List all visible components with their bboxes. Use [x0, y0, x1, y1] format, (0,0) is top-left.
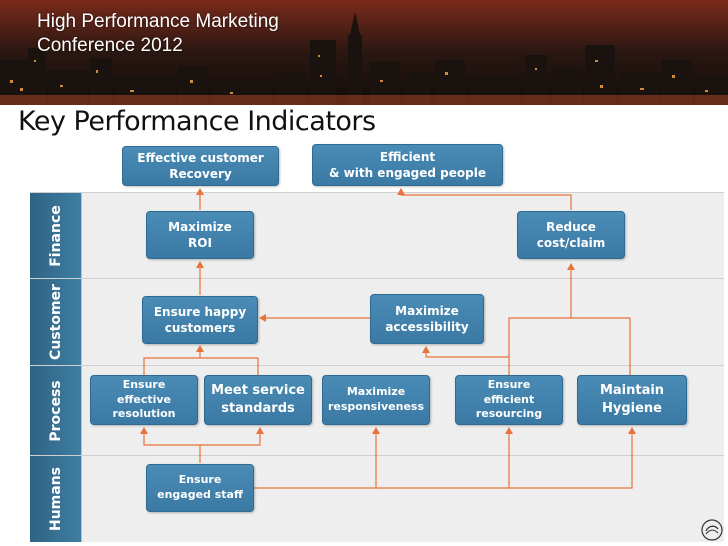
conference-title-line2: Conference 2012	[37, 35, 183, 56]
arrow-resourcing-to-access	[422, 346, 510, 375]
box-maximize-accessibility[interactable]: Maximize accessibility	[370, 294, 484, 344]
lane-tab: Finance	[30, 193, 82, 278]
lane-tab: Customer	[30, 279, 82, 365]
arrow-cost-to-efficient	[397, 188, 572, 210]
arrow-staff-to-responsiveness	[254, 427, 380, 489]
arrow-staff-to-resolution	[140, 427, 201, 463]
lane-tab: Humans	[30, 456, 82, 542]
box-ensure-engaged-staff[interactable]: Ensure engaged staff	[146, 464, 254, 512]
box-effective-customer-recovery[interactable]: Effective customer Recovery	[122, 146, 279, 186]
arrow-staff-to-hygiene	[509, 427, 636, 489]
connector-resourcing-to-cost	[508, 317, 571, 357]
box-ensure-effective-resolution[interactable]: Ensure effective resolution	[90, 375, 198, 425]
city-skyline-icon	[0, 0, 728, 105]
box-maximize-roi[interactable]: Maximize ROI	[146, 211, 254, 259]
connector-process-to-customer	[143, 357, 259, 375]
arrow-staff-to-standards	[200, 427, 264, 446]
header-banner: High Performance Marketing Conference 20…	[0, 0, 728, 105]
box-efficient-engaged-people[interactable]: Efficient & with engaged people	[312, 144, 503, 186]
box-maximize-responsiveness[interactable]: Maximize responsiveness	[322, 375, 430, 425]
arrow-staff-to-resourcing	[376, 427, 513, 489]
swirl-logo-icon	[701, 519, 723, 541]
slide-title: Key Performance Indicators	[18, 106, 376, 137]
box-ensure-efficient-resourcing[interactable]: Ensure efficient resourcing	[455, 375, 563, 425]
box-ensure-happy-customers[interactable]: Ensure happy customers	[142, 296, 258, 344]
conference-title-line1: High Performance Marketing	[37, 11, 279, 32]
box-reduce-cost-claim[interactable]: Reduce cost/claim	[517, 211, 625, 259]
box-maintain-hygiene[interactable]: Maintain Hygiene	[577, 375, 687, 425]
lane-tab: Process	[30, 366, 82, 455]
conference-title: High Performance Marketing Conference 20…	[37, 10, 279, 58]
arrow-hygiene-to-cost	[567, 263, 631, 375]
lane-humans: Humans	[30, 455, 724, 542]
box-meet-service-standards[interactable]: Meet service standards	[204, 375, 312, 425]
